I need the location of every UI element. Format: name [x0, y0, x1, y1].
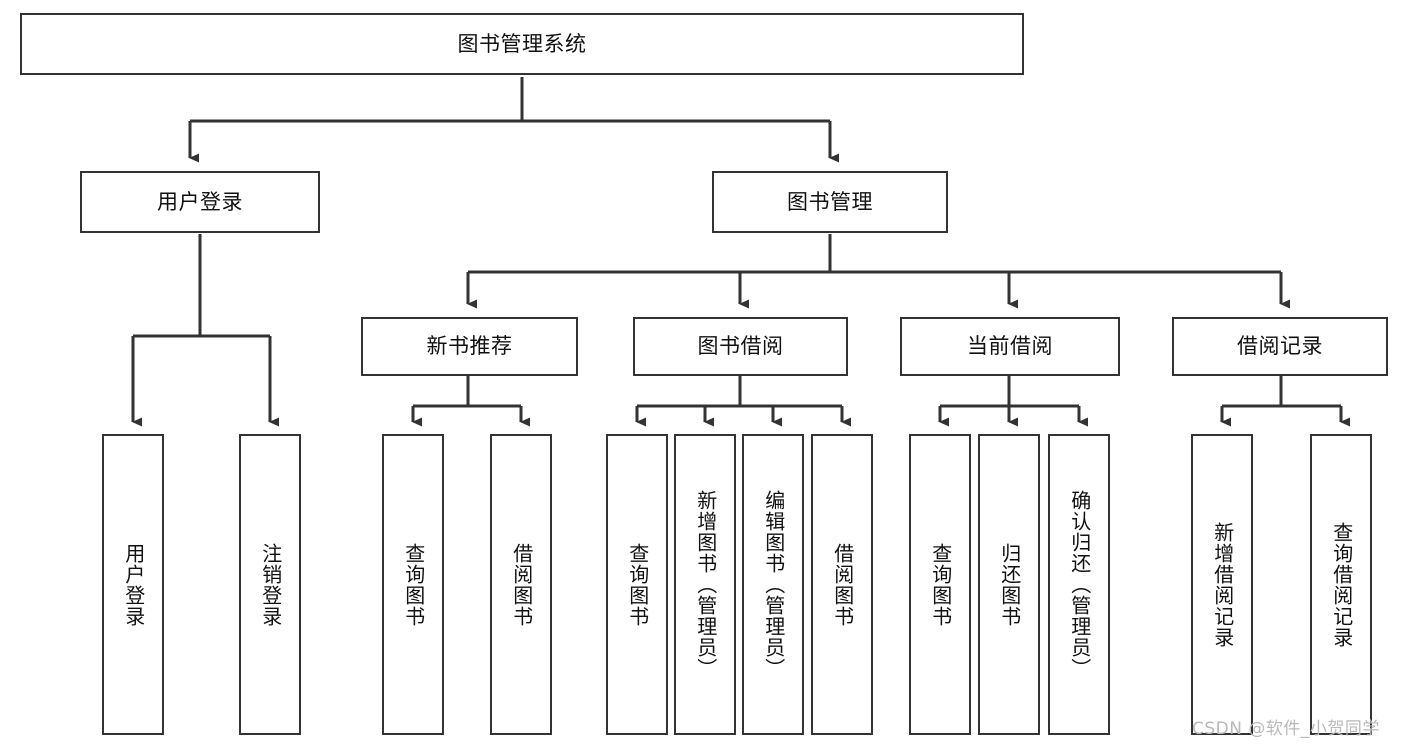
node-book-management[interactable]: 图书管理 — [712, 171, 948, 233]
node-leaf-edit-book[interactable]: 编辑图书（管理员） — [742, 434, 804, 735]
node-leaf-borrow-book-2-label: 借阅图书 — [830, 542, 855, 627]
node-leaf-add-record[interactable]: 新增借阅记录 — [1191, 434, 1253, 735]
node-new-book-recommend[interactable]: 新书推荐 — [361, 317, 578, 376]
node-leaf-borrow-book-1[interactable]: 借阅图书 — [490, 434, 552, 735]
node-leaf-user-login[interactable]: 用户登录 — [102, 434, 164, 735]
node-leaf-add-record-label: 新增借阅记录 — [1210, 521, 1235, 648]
node-book-management-label: 图书管理 — [787, 189, 873, 214]
node-current-borrow[interactable]: 当前借阅 — [900, 317, 1120, 376]
node-new-book-recommend-label: 新书推荐 — [426, 334, 513, 359]
node-user-login-label: 用户登录 — [157, 189, 243, 214]
node-leaf-return-book[interactable]: 归还图书 — [978, 434, 1040, 735]
node-root-system[interactable]: 图书管理系统 — [20, 13, 1024, 75]
csdn-watermark: CSDN @软件_小贺同学 — [1192, 719, 1380, 739]
node-leaf-logout-label: 注销登录 — [258, 542, 283, 627]
node-leaf-confirm-return-label: 确认归还（管理员） — [1067, 490, 1092, 679]
node-root-system-label: 图书管理系统 — [457, 31, 587, 56]
node-leaf-user-login-label: 用户登录 — [121, 542, 146, 627]
node-leaf-add-book[interactable]: 新增图书（管理员） — [674, 434, 736, 735]
node-leaf-query-book-1[interactable]: 查询图书 — [382, 434, 444, 735]
node-book-borrow[interactable]: 图书借阅 — [633, 317, 848, 376]
node-leaf-query-record-label: 查询借阅记录 — [1329, 521, 1354, 648]
node-leaf-query-book-2[interactable]: 查询图书 — [606, 434, 668, 735]
node-borrow-record[interactable]: 借阅记录 — [1172, 317, 1388, 376]
node-leaf-borrow-book-1-label: 借阅图书 — [509, 542, 534, 627]
node-leaf-borrow-book-2[interactable]: 借阅图书 — [811, 434, 873, 735]
node-leaf-query-book-1-label: 查询图书 — [401, 542, 426, 627]
node-leaf-edit-book-label: 编辑图书（管理员） — [761, 490, 786, 679]
node-user-login[interactable]: 用户登录 — [80, 171, 320, 233]
node-borrow-record-label: 借阅记录 — [1237, 334, 1323, 359]
node-leaf-confirm-return[interactable]: 确认归还（管理员） — [1048, 434, 1110, 735]
node-leaf-query-book-3-label: 查询图书 — [928, 542, 953, 627]
node-current-borrow-label: 当前借阅 — [967, 334, 1053, 359]
node-leaf-logout[interactable]: 注销登录 — [239, 434, 301, 735]
node-leaf-query-book-3[interactable]: 查询图书 — [909, 434, 971, 735]
node-leaf-return-book-label: 归还图书 — [997, 542, 1022, 627]
node-book-borrow-label: 图书借阅 — [697, 334, 784, 359]
node-leaf-query-book-2-label: 查询图书 — [625, 542, 650, 627]
node-leaf-query-record[interactable]: 查询借阅记录 — [1310, 434, 1372, 735]
node-leaf-add-book-label: 新增图书（管理员） — [693, 490, 718, 679]
